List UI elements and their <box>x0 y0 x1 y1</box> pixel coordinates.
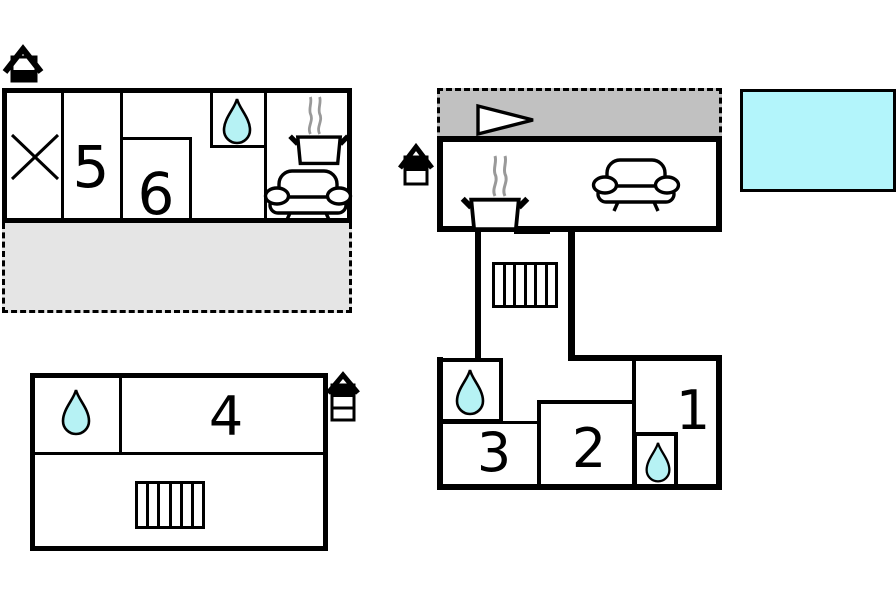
stair-step <box>537 265 548 305</box>
water-drop-icon <box>645 442 671 483</box>
wall-segment <box>61 93 64 218</box>
stair-step <box>495 265 506 305</box>
house-level-icon <box>2 44 44 83</box>
steam-icon <box>307 96 323 135</box>
cooking-pot-icon <box>460 196 530 232</box>
steam-icon <box>492 155 508 197</box>
bathroom-box <box>633 432 678 490</box>
door-opening <box>514 232 550 238</box>
wall-segment <box>716 355 722 490</box>
stair-step <box>160 484 172 526</box>
room-6-box <box>120 137 192 218</box>
room-label-6: 6 <box>137 160 175 228</box>
room-label-3: 3 <box>476 421 512 484</box>
room-label-1: 1 <box>675 379 711 442</box>
wall-segment <box>475 230 481 358</box>
wall-segment <box>568 355 722 361</box>
water-drop-icon <box>455 369 485 416</box>
bathroom-box <box>437 358 503 423</box>
room-label-2: 2 <box>571 417 607 480</box>
room-2-box <box>537 400 636 490</box>
building-upper-left: 5 6 <box>2 88 353 228</box>
stair-step <box>548 265 556 305</box>
crossed-lines-icon <box>10 133 60 181</box>
stair-step <box>138 484 150 526</box>
wall-segment <box>210 93 213 148</box>
house-level-icon <box>398 142 434 186</box>
stairs-icon <box>135 481 205 529</box>
terrace-right <box>437 88 722 142</box>
right-building-living-room <box>437 136 722 238</box>
stair-step <box>172 484 183 526</box>
stair-step <box>149 484 161 526</box>
door-threshold <box>514 232 550 234</box>
cooking-pot-icon <box>288 134 350 166</box>
stair-step <box>516 265 527 305</box>
wall-segment <box>568 230 575 361</box>
wall-segment <box>35 452 323 455</box>
wall-segment <box>264 93 267 218</box>
stair-step <box>194 484 202 526</box>
sofa-icon <box>591 158 681 212</box>
sofa-icon <box>263 169 353 223</box>
wall-segment <box>119 378 122 453</box>
terrace-upper-left <box>2 223 352 313</box>
wall-segment <box>632 357 636 490</box>
house-level-icon <box>326 371 360 422</box>
wall-segment <box>437 484 722 490</box>
building-lower-left: 4 <box>30 373 328 551</box>
stair-step <box>183 484 194 526</box>
wall-segment <box>210 145 266 148</box>
pool <box>740 89 896 192</box>
water-drop-icon <box>61 389 91 436</box>
room-label-5: 5 <box>72 133 110 201</box>
water-drop-icon <box>222 98 252 145</box>
stairs-icon <box>492 262 558 308</box>
wall-segment <box>437 357 443 490</box>
room-label-4: 4 <box>208 385 244 448</box>
stair-step <box>527 265 537 305</box>
stair-step <box>506 265 516 305</box>
entrance-arrow-icon <box>476 103 534 137</box>
